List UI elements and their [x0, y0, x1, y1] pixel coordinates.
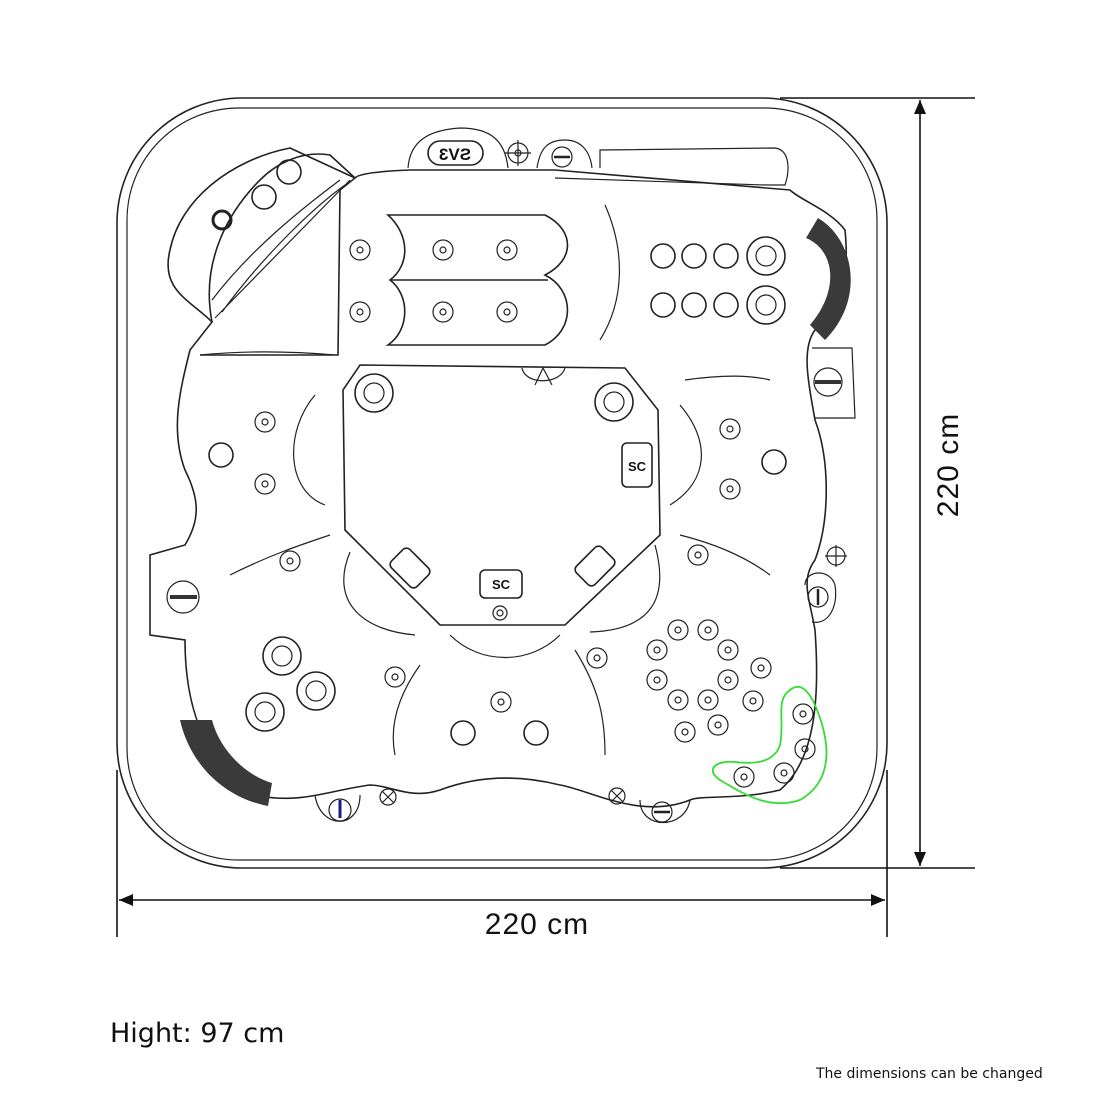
air-valve-bottom[interactable] — [651, 801, 673, 823]
jets-group — [208, 159, 816, 788]
jet — [794, 738, 816, 760]
ozone-icon — [379, 787, 626, 806]
jet — [496, 301, 518, 323]
jet — [279, 550, 301, 572]
control-panel-label: SV3 — [439, 145, 471, 164]
jet — [667, 689, 689, 711]
air-valve-right[interactable] — [807, 586, 829, 608]
air-valve-top[interactable] — [551, 146, 573, 168]
console-recess — [407, 127, 509, 169]
jet — [349, 301, 371, 323]
depth-label: 220 cm — [932, 413, 965, 517]
air-jet — [523, 720, 549, 746]
air-jet — [276, 159, 302, 185]
right-recess — [812, 347, 856, 419]
air-jet — [713, 292, 739, 318]
jet — [667, 619, 689, 641]
width-dimension: 220 cm — [116, 770, 888, 941]
jet — [674, 721, 696, 743]
jet — [697, 619, 719, 641]
lounger-back — [211, 179, 351, 319]
jet — [646, 639, 668, 661]
large-jet — [746, 236, 786, 276]
jet — [586, 647, 608, 669]
diverter-valve-bottom[interactable] — [328, 798, 352, 822]
pillow-right — [806, 218, 851, 340]
top-right-ledge — [554, 147, 789, 186]
large-jet — [296, 671, 336, 711]
jet — [719, 478, 741, 500]
skimmer-right[interactable]: SC — [621, 442, 653, 488]
diverter-valve-left[interactable] — [166, 580, 200, 614]
dimensions-note: The dimensions can be changed — [816, 1066, 1043, 1082]
jet — [717, 669, 739, 691]
skimmer-label: SC — [628, 459, 647, 474]
jet — [717, 639, 739, 661]
jet — [490, 691, 512, 713]
large-jet — [245, 692, 285, 732]
outer-shell — [116, 97, 888, 869]
large-jet — [262, 636, 302, 676]
light-icon — [505, 140, 531, 166]
drain-icon — [211, 209, 508, 621]
skimmer-bottom[interactable]: SC — [479, 569, 523, 599]
jet — [792, 703, 814, 725]
jet — [384, 666, 406, 688]
air-jet — [650, 243, 676, 269]
large-jet — [354, 373, 394, 413]
highlighted-jet-zone — [711, 685, 828, 805]
jet — [707, 714, 729, 736]
jet — [733, 766, 755, 788]
footwell-arcs — [199, 204, 771, 756]
diverter-valve-right[interactable] — [813, 367, 843, 397]
right-recess-2 — [804, 572, 837, 623]
control-panel[interactable]: SV3 — [427, 140, 484, 166]
jet — [687, 544, 709, 566]
jet — [719, 418, 741, 440]
air-jet — [450, 720, 476, 746]
jet — [750, 657, 772, 679]
jet — [697, 689, 719, 711]
air-jet — [761, 449, 787, 475]
width-label: 220 cm — [485, 908, 589, 941]
air-jet — [208, 442, 234, 468]
large-jet — [746, 285, 786, 325]
filter-caps — [389, 545, 616, 589]
seat-contour — [385, 214, 569, 346]
jet — [742, 690, 764, 712]
footwell — [342, 364, 661, 626]
jet — [773, 762, 795, 784]
jet — [432, 239, 454, 261]
console-recess-2 — [536, 139, 593, 169]
jet — [496, 239, 518, 261]
air-jet — [251, 184, 277, 210]
lounger-seat — [200, 153, 357, 356]
large-jet — [594, 382, 634, 422]
air-jet — [681, 292, 707, 318]
jet — [349, 239, 371, 261]
pillow-bottom-left — [180, 720, 272, 806]
air-jet — [713, 243, 739, 269]
waterfall-icon — [521, 366, 566, 386]
inner-rim — [126, 107, 878, 861]
air-jet — [681, 243, 707, 269]
jet — [432, 301, 454, 323]
jet — [254, 473, 276, 495]
air-jet — [650, 292, 676, 318]
depth-dimension: 220 cm — [780, 97, 975, 869]
light-icon-right — [825, 545, 847, 567]
height-text: Hight: 97 cm — [110, 1018, 285, 1049]
jet — [646, 669, 668, 691]
jet — [254, 411, 276, 433]
skimmer-label: SC — [492, 577, 511, 592]
